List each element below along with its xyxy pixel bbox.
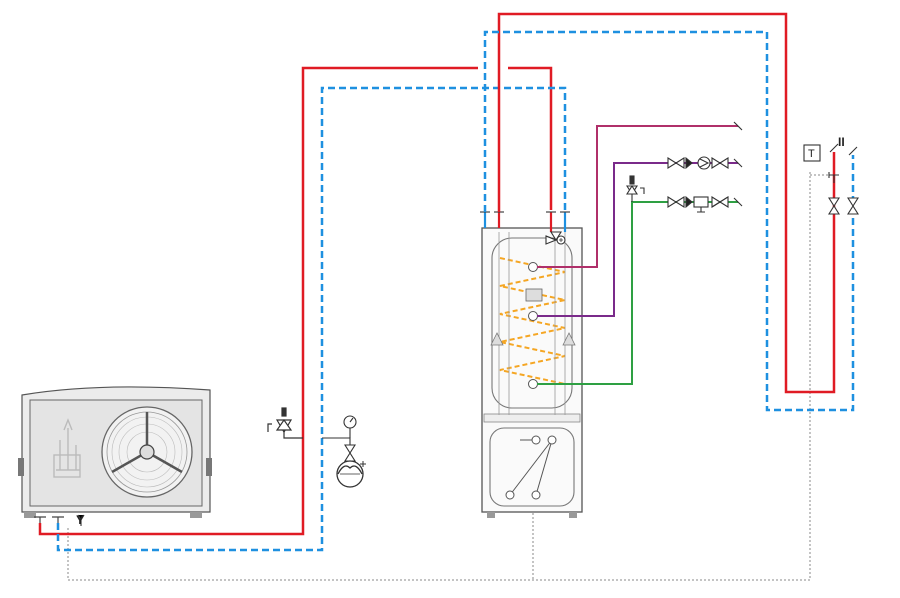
heat-pump-connections <box>34 514 85 526</box>
tank-controller-display <box>525 288 543 302</box>
thermostat-symbol: T <box>808 148 815 160</box>
thermostat-icon: T <box>803 144 821 162</box>
heating-circuit-flow-pipe <box>497 12 836 394</box>
heat-pump-label: Y <box>76 513 84 527</box>
heat-pump-return-pipe <box>56 86 567 552</box>
heating-circuit-valves <box>828 143 859 215</box>
heating-circuit-return-pipe <box>483 30 855 412</box>
cold-water-fittings-icon <box>667 195 743 213</box>
cold-water-pipe <box>537 201 738 385</box>
expansion-vessel-icon <box>336 460 366 488</box>
fan-icon <box>101 406 193 498</box>
dhw-hot-pipe <box>537 125 738 268</box>
buffer-tank-vessel <box>489 427 575 507</box>
dhw-tank-vessel <box>491 237 573 409</box>
ball-valve-icon <box>344 444 356 462</box>
heat-pump-flow-pipe <box>38 66 553 536</box>
pressure-gauge-icon <box>343 415 357 438</box>
circuit-label: II <box>838 135 845 149</box>
expansion-vessel-connection <box>322 437 351 445</box>
safety-valve-icon <box>267 407 303 439</box>
circulation-pump-icon <box>667 156 743 170</box>
heating-coil <box>499 257 566 385</box>
storage-tank <box>481 227 583 518</box>
control-signal-lines <box>67 170 830 581</box>
heat-pump-unit: Y <box>18 386 212 527</box>
refrigerant-symbol-icon <box>53 418 81 478</box>
three-way-valve-icon <box>545 231 566 245</box>
cold-water-safety-valve-icon <box>626 175 645 202</box>
